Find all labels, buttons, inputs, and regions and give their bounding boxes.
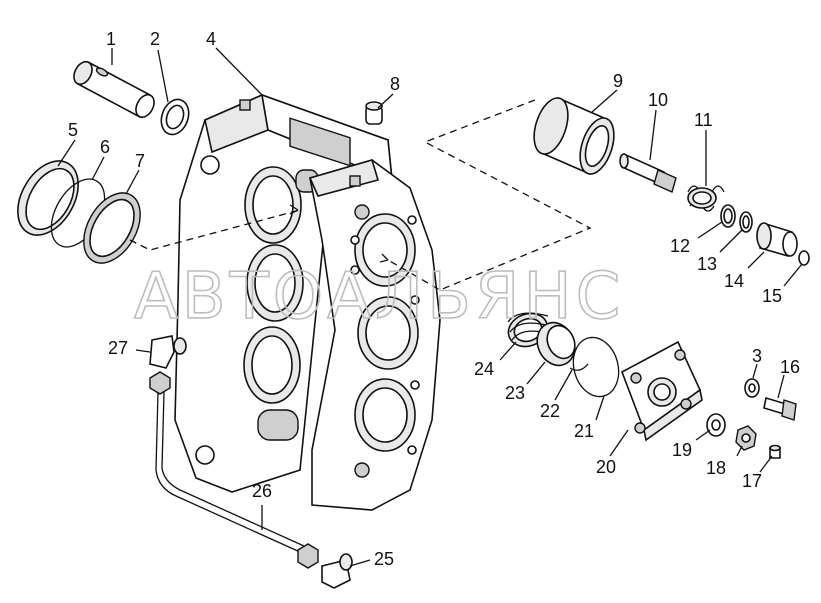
caliper-housing [174, 93, 441, 511]
label-7: 7 [135, 151, 145, 171]
label-24: 24 [474, 359, 494, 379]
assembly-line-left [129, 209, 301, 251]
label-1: 1 [106, 29, 116, 49]
part-11-spring [687, 185, 725, 212]
part-22-clip [569, 363, 589, 371]
part-1-pin [73, 60, 155, 119]
label-23: 23 [505, 383, 525, 403]
leader-lines [57, 47, 803, 567]
part-15-oring [798, 250, 810, 266]
label-26: 26 [252, 481, 272, 501]
label-6: 6 [100, 137, 110, 157]
label-3: 3 [752, 346, 762, 366]
part-16-bolt [763, 396, 797, 421]
label-10: 10 [648, 90, 668, 110]
part-2-ring [160, 98, 190, 136]
part-13-washer [739, 211, 753, 233]
label-20: 20 [596, 457, 616, 477]
part-5-seal [17, 160, 79, 236]
part-8-plug [365, 101, 383, 125]
label-2: 2 [150, 29, 160, 49]
label-9: 9 [613, 71, 623, 91]
label-5: 5 [68, 120, 78, 140]
label-12: 12 [670, 236, 690, 256]
part-10-screw [619, 153, 677, 193]
label-13: 13 [697, 254, 717, 274]
part-27-elbow [149, 335, 187, 395]
part-19-washer [706, 413, 726, 437]
label-17: 17 [742, 471, 762, 491]
label-4: 4 [206, 29, 216, 49]
part-25-elbow [297, 543, 353, 589]
part-12-washer [720, 204, 736, 228]
part-3-washer [744, 378, 760, 398]
part-9-piston [533, 96, 615, 176]
label-19: 19 [672, 440, 692, 460]
part-14-cap [756, 222, 798, 258]
part-7-seal [83, 192, 141, 264]
label-18: 18 [706, 458, 726, 478]
label-22: 22 [540, 401, 560, 421]
label-8: 8 [390, 74, 400, 94]
label-25: 25 [374, 549, 394, 569]
label-16: 16 [780, 357, 800, 377]
part-number-labels: 1 2 4 8 5 6 7 9 10 11 12 13 14 15 3 16 1… [68, 29, 800, 569]
part-21-ring [572, 336, 620, 398]
assembly-line-right [387, 99, 592, 291]
label-21: 21 [574, 421, 594, 441]
part-26-brake-line [155, 391, 305, 553]
part-17-plug [769, 444, 781, 459]
part-18-nut [735, 425, 757, 451]
label-15: 15 [762, 286, 782, 306]
label-27: 27 [108, 338, 128, 358]
label-11: 11 [694, 110, 713, 130]
watermark: АВТОАЛЬЯНС [134, 260, 624, 334]
label-14: 14 [724, 271, 744, 291]
part-23-sleeve [536, 321, 576, 367]
part-20-cover [621, 340, 703, 442]
